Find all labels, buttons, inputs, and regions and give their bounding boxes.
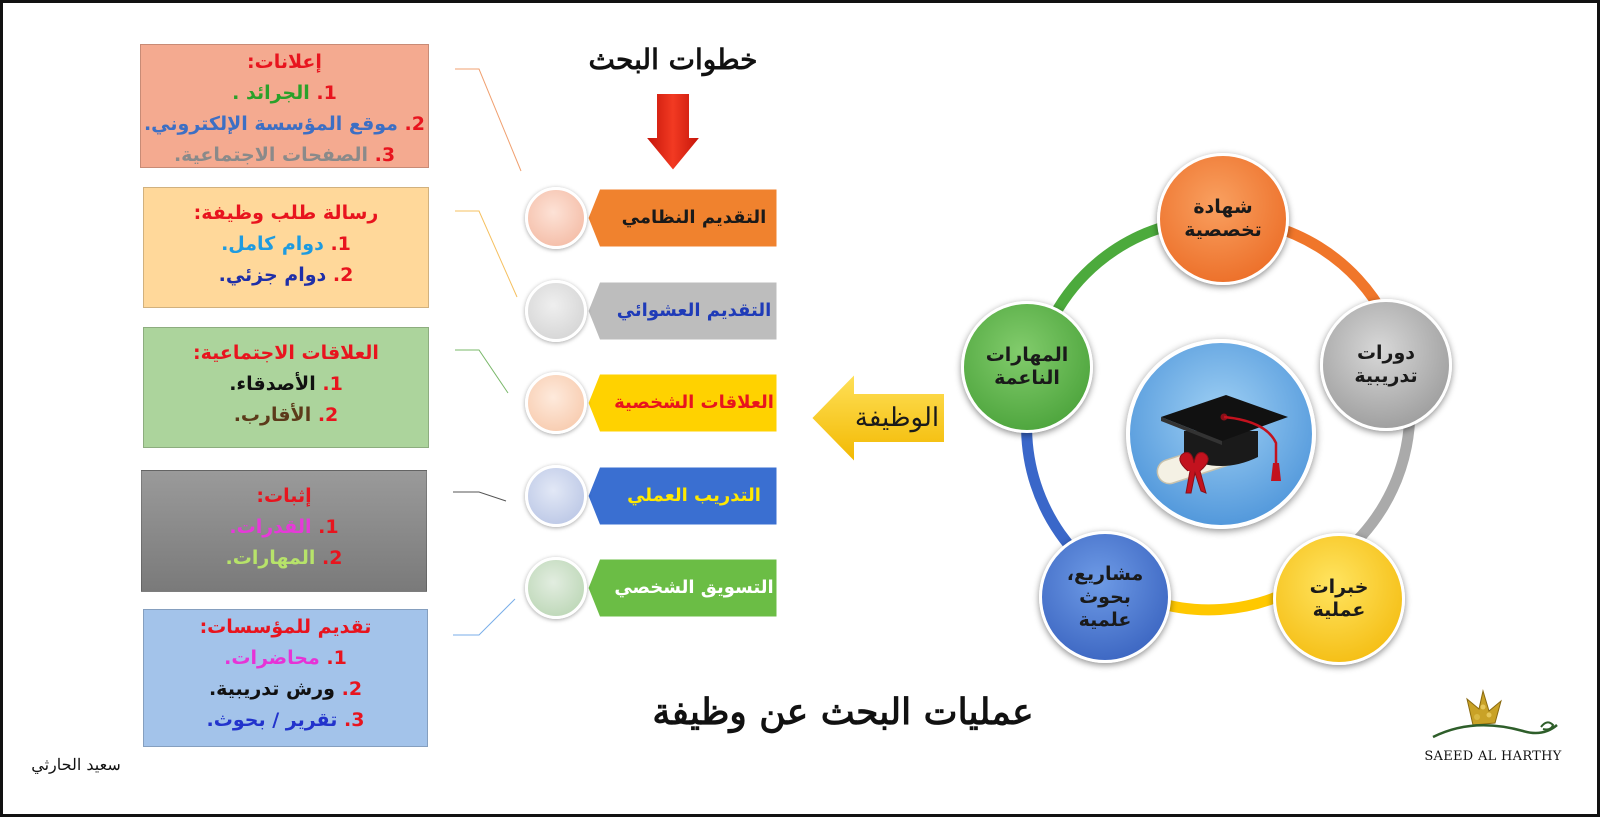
logo: SAEED AL HARTHY — [1413, 687, 1573, 773]
golden-falcon-icon — [1413, 687, 1573, 747]
graduation-cap-diploma-icon — [1126, 339, 1316, 529]
center-circle — [1126, 339, 1316, 529]
page-title: عمليات البحث عن وظيفة — [623, 691, 1063, 733]
author-name: سعيد الحارثي — [21, 755, 131, 774]
logo-text: SAEED AL HARTHY — [1413, 749, 1573, 764]
